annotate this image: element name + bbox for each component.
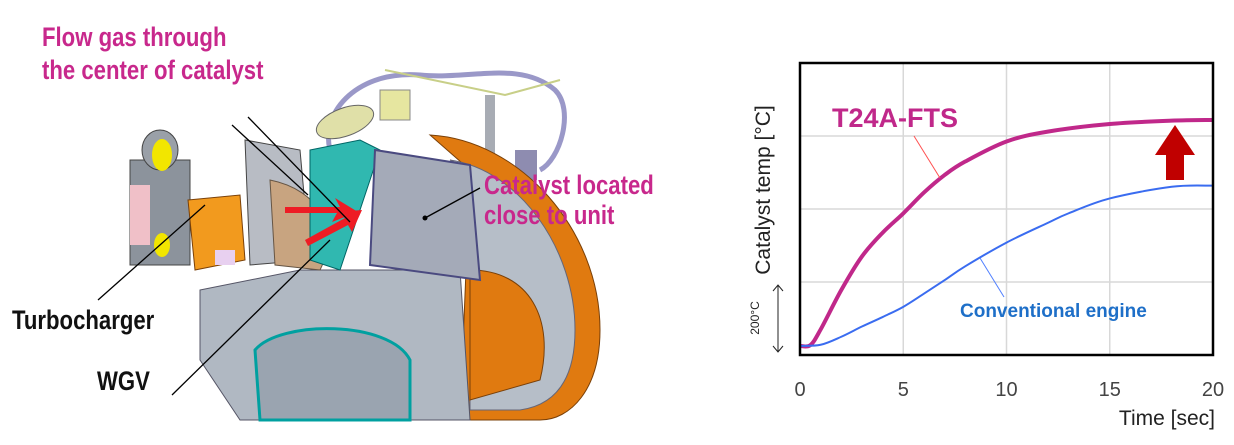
engine-cutaway-illustration [97, 69, 601, 422]
increase-arrow-icon [1155, 125, 1195, 180]
catalyst-body [368, 148, 482, 282]
bracket [379, 89, 411, 121]
flow-arrow-icon [285, 198, 358, 222]
x-tick-label: 20 [1202, 379, 1224, 401]
x-axis-label: Time [sec] [1119, 407, 1215, 430]
series-line-conventional-engine [799, 184, 1214, 347]
leader-lines [97, 116, 481, 396]
x-tick-label: 0 [794, 379, 805, 401]
catalyst-callout-line2: close to unit [484, 200, 615, 230]
x-tick-label: 5 [898, 379, 909, 401]
manifold-pipe [253, 327, 412, 422]
scale-double-arrow-icon [772, 284, 784, 353]
t24a-leader-line [913, 135, 941, 179]
scale-annotation: 200°C [748, 301, 762, 335]
yellow-part [152, 139, 172, 171]
t24a-series-label: T24A-FTS [832, 103, 958, 133]
conventional-leader-line [979, 257, 1005, 298]
flow-gas-callout-line1: Flow gas through [42, 22, 227, 52]
series-line-t24a-fts [799, 117, 1214, 349]
bracket-line [384, 69, 561, 97]
x-tick-label: 15 [1099, 379, 1121, 401]
catalyst-callout-line1: Catalyst located [484, 170, 654, 200]
orange-shield [469, 269, 545, 401]
x-tick-label: 10 [995, 379, 1017, 401]
y-axis-label: Catalyst temp [°C] [752, 105, 775, 274]
flow-gas-callout-line2: the center of catalyst [42, 55, 264, 85]
conventional-series-label: Conventional engine [960, 301, 1147, 322]
leader-dot [422, 215, 428, 221]
pipe-flange [315, 104, 375, 140]
plot-frame [798, 61, 1215, 357]
bearing [215, 250, 235, 265]
wgv-label: WGV [97, 366, 150, 396]
turbocharger-label: Turbocharger [12, 305, 155, 335]
compressor-inlet [130, 185, 150, 245]
sensor-pipe [485, 95, 495, 205]
wire-harness [326, 70, 567, 173]
